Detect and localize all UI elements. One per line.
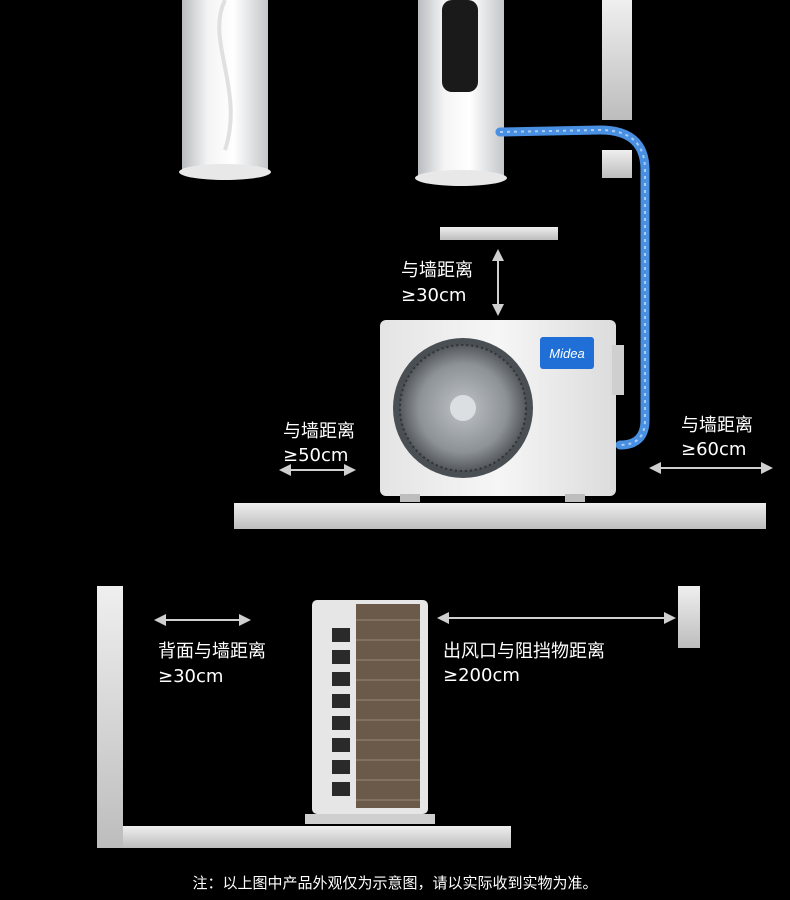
outdoor-unit-side (305, 600, 435, 824)
right-clearance-value: ≥60cm (681, 439, 747, 460)
indoor-unit-left (179, 0, 271, 180)
upper-wall (602, 0, 632, 120)
disclaimer-note: 注：以上图中产品外观仅为示意图，请以实际收到实物为准。 (192, 874, 598, 892)
floor-slab-top (234, 503, 766, 529)
top-clearance-label: 与墙距离 (401, 260, 473, 281)
obstacle-wall (678, 586, 700, 648)
right-clearance-label: 与墙距离 (681, 415, 753, 436)
back-clearance-label: 背面与墙距离 (158, 641, 266, 662)
upper-wall-lower (602, 150, 632, 178)
top-clearance-value: ≥30cm (401, 285, 467, 306)
back-clearance-value: ≥30cm (158, 666, 224, 687)
top-obstacle (440, 227, 558, 240)
indoor-unit-right (415, 0, 507, 186)
outlet-clearance-value: ≥200cm (443, 665, 520, 686)
left-clearance-value: ≥50cm (283, 445, 349, 466)
outlet-clearance-label: 出风口与阻挡物距离 (443, 641, 605, 662)
left-clearance-label: 与墙距离 (283, 421, 355, 442)
midea-logo: Midea (540, 337, 594, 369)
back-wall (97, 586, 123, 848)
floor-slab-bottom (123, 826, 511, 848)
